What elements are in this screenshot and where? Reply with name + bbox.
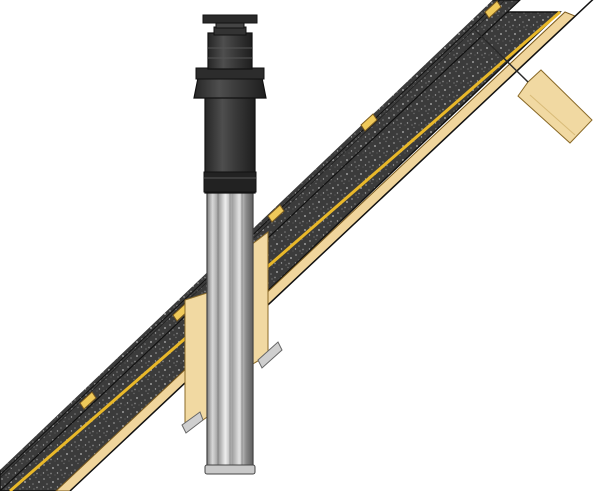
batten-icon [360,113,378,132]
batten-icon [267,204,285,223]
terminal-collar-icon [193,32,267,194]
flashing-tab [257,341,283,369]
batten-icon [484,0,502,19]
timber-lining-bottom [54,11,576,491]
flashing-tab [181,411,204,434]
bottom-edge-line [69,0,603,491]
batten-icon [79,391,97,410]
rafter-icon [517,69,593,144]
flue-pipe-icon [204,189,256,475]
rafter-seam [474,29,529,83]
flue-pipe-end [204,464,256,475]
membrane-line-lower [9,10,561,491]
flue-cap-icon [202,14,258,36]
